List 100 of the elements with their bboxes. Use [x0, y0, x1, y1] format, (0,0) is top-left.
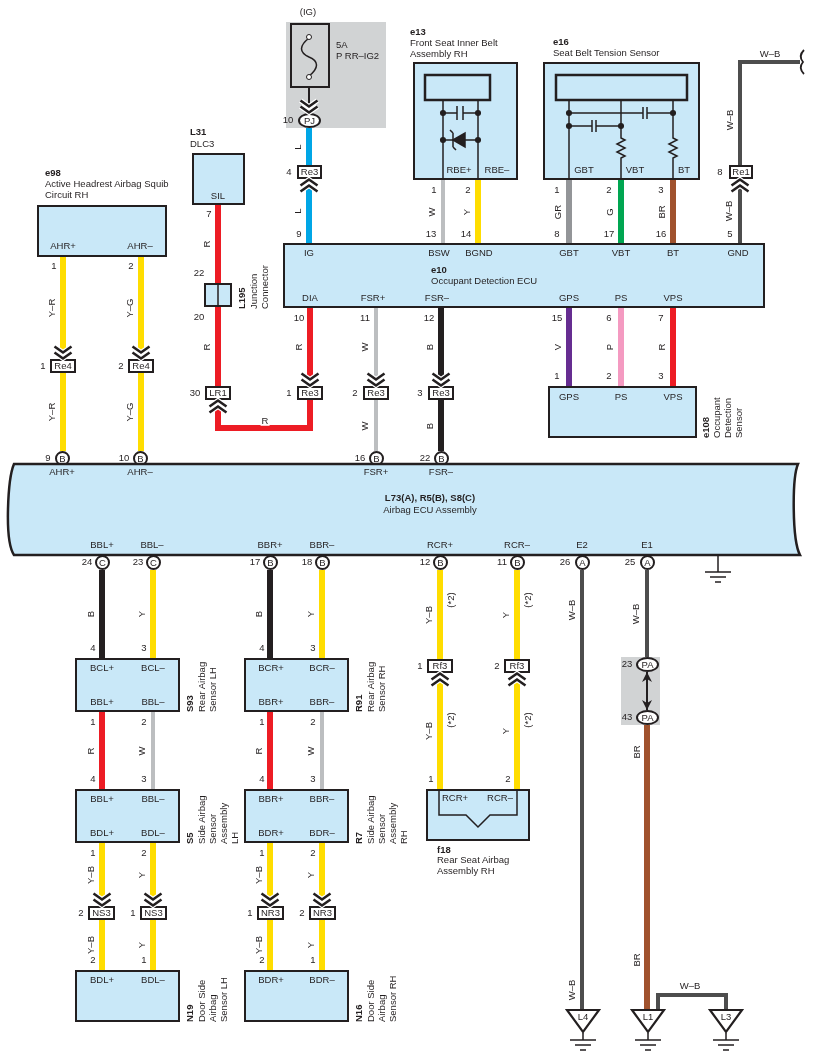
wire-color-label: R: [260, 415, 270, 427]
wire: [429, 671, 451, 789]
pin-number: 5: [727, 228, 733, 240]
pin-number: 4: [286, 166, 292, 178]
wire-color-label: Y: [305, 609, 317, 619]
wire: [506, 671, 528, 789]
pin-number: 2: [118, 360, 124, 372]
pin-number: 1: [259, 847, 265, 859]
wire-color-label: R: [253, 746, 265, 755]
wire: [60, 373, 66, 451]
wire: [215, 307, 221, 386]
wire-color-label: P: [604, 342, 616, 352]
connector-code: Re3: [300, 166, 319, 178]
component-name: Airbag ECU Assembly: [383, 504, 477, 516]
wire-color-label: BR: [656, 203, 668, 220]
component-name: Side Airbag Sensor Assembly LH: [197, 794, 241, 844]
pin-label: BBR+: [258, 793, 284, 805]
note-mark: (*2): [445, 711, 457, 729]
pin-label: IG: [304, 247, 314, 259]
pin-label: BDL–: [141, 974, 165, 986]
wire: [580, 570, 584, 1009]
component-code: L31: [190, 126, 207, 138]
pin-number: 1: [90, 716, 96, 728]
pin-number: 1: [90, 847, 96, 859]
pin-number: 22: [419, 452, 431, 464]
pin-label: BT: [666, 247, 680, 259]
wire: [729, 177, 751, 243]
connector-code: C: [150, 557, 157, 568]
pin-label: GPS: [558, 391, 580, 403]
pin-number: 22: [193, 267, 205, 279]
connector-code: PA: [641, 712, 654, 723]
pin-label: VBT: [611, 247, 631, 259]
pin-number: 2: [299, 907, 305, 919]
wire: [207, 398, 313, 431]
pin-label: AHR–: [127, 240, 153, 252]
component-name: Occupant Detection ECU: [431, 275, 538, 287]
ground-point: [709, 1009, 743, 1033]
pin-number: 26: [559, 556, 571, 568]
pin-label: PS: [614, 391, 628, 403]
connector-code: NR3: [261, 907, 280, 919]
wire-color-label: W–B: [630, 602, 642, 625]
wire: [738, 60, 800, 165]
wire-color-label: Y: [136, 940, 148, 950]
connector-code: B: [373, 453, 380, 464]
connector-code: B: [137, 453, 144, 464]
wire: [150, 920, 156, 970]
pin-number: 17: [249, 556, 261, 568]
pin-number: 1: [554, 184, 560, 196]
wire-color-label: Y–B: [253, 864, 265, 885]
pin-number: 11: [360, 312, 370, 324]
pin-label: RCR–: [504, 539, 530, 551]
pin-label: E2: [576, 539, 588, 551]
pin-number: 4: [259, 773, 265, 785]
pin-number: 4: [259, 642, 265, 654]
wire: [299, 308, 321, 388]
connector-code: NS3: [144, 907, 163, 919]
pin-label: BCR–: [309, 662, 335, 674]
pin-number: 30: [189, 387, 201, 399]
pin-number: 1: [130, 907, 136, 919]
pin-label: BGND: [465, 247, 493, 259]
wire-color-label: L: [292, 142, 304, 151]
pin-number: 1: [286, 387, 292, 399]
pin-number: 2: [465, 184, 471, 196]
wire-color-label: Y–R: [46, 401, 58, 423]
pin-number: 2: [310, 847, 316, 859]
wire-color-label: L: [292, 207, 304, 215]
component-name: Door Side Airbag Sensor RH: [366, 974, 399, 1022]
pin-number: 1: [51, 260, 57, 272]
pin-label: BBL+: [90, 696, 114, 708]
wire-color-label: Y: [305, 940, 317, 950]
pin-label: BDR–: [309, 827, 335, 839]
wire-color-label: B: [424, 342, 436, 352]
connector-code: L3: [720, 1011, 732, 1023]
wire-color-label: Y–R: [46, 297, 58, 319]
wire-color-label: Y–B: [253, 935, 265, 955]
wire-color-label: Y–B: [423, 604, 435, 625]
pin-label: GPS: [558, 292, 580, 304]
pin-label: RBE+: [446, 164, 472, 176]
connector-code: PA: [641, 659, 654, 670]
wire-color-label: Y: [500, 726, 512, 736]
pin-label: VPS: [663, 391, 683, 403]
pin-number: 17: [603, 228, 615, 240]
wire: [656, 993, 728, 1009]
wire: [430, 308, 452, 388]
wire: [365, 308, 387, 388]
fuse-box: [290, 23, 330, 88]
wire: [319, 570, 325, 658]
fuse-rating: 5A: [336, 39, 348, 51]
connector-code: A: [579, 557, 586, 568]
component-code: R7: [354, 831, 365, 844]
wire: [438, 400, 444, 451]
wire-color-label: V: [552, 342, 564, 352]
pin-label: SIL: [210, 190, 226, 202]
pin-number: 20: [193, 311, 205, 323]
pin-label: GND: [727, 247, 749, 259]
wire: [298, 87, 320, 115]
wire: [215, 205, 221, 283]
wire-color-label: Y–B: [85, 864, 97, 885]
pin-label: BDL–: [141, 827, 165, 839]
wire: [441, 180, 445, 243]
